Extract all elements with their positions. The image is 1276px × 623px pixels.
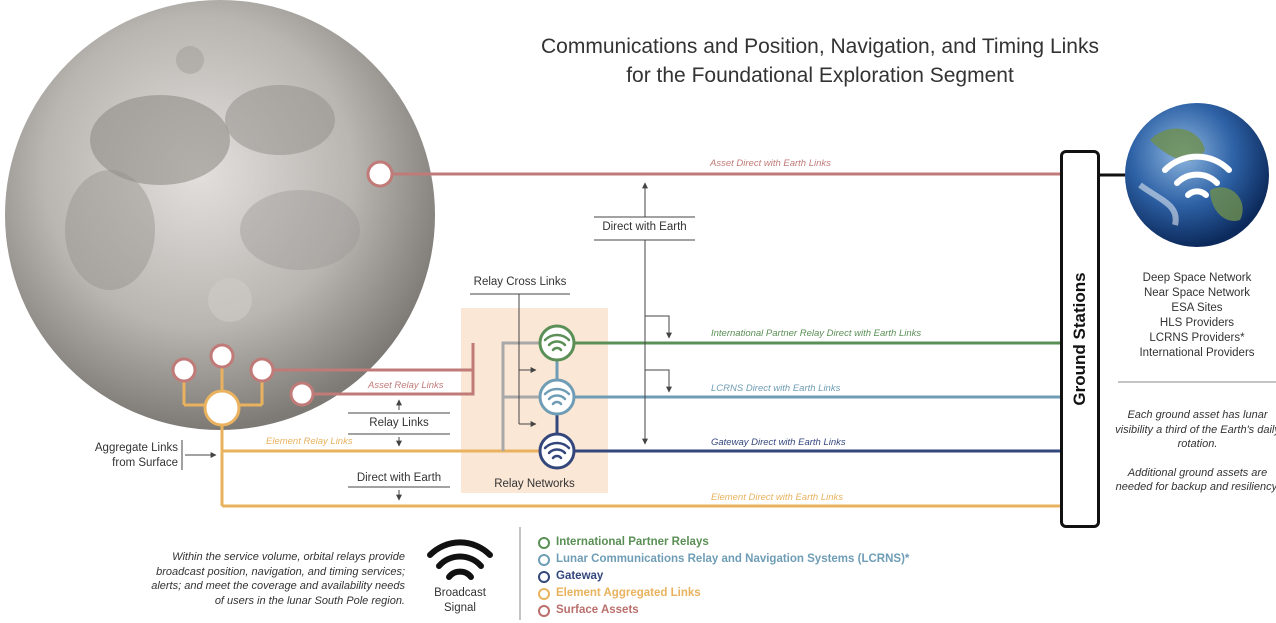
broadcast-wifi-icon (427, 539, 493, 580)
provider-item: ESA Sites (1171, 302, 1223, 314)
asset-node-top (366, 160, 394, 188)
legend-item: Gateway (538, 568, 909, 585)
direct-with-earth-bottom-label: Direct with Earth (356, 472, 442, 484)
provider-item: International Providers (1139, 347, 1255, 359)
ground-notes: Each ground asset has lunar visibility a… (1115, 408, 1276, 495)
legend: International Partner Relays Lunar Commu… (538, 534, 909, 619)
gateway-direct-label: Gateway Direct with Earth Links (711, 437, 846, 448)
ground-stations-label: Ground Stations (1070, 272, 1089, 406)
legend-ring-icon (538, 587, 550, 600)
element-direct-label: Element Direct with Earth Links (711, 492, 843, 503)
visibility-note: Each ground asset has lunar visibility a… (1115, 409, 1276, 450)
legend-ring-icon (538, 536, 550, 549)
legend-ring-icon (538, 604, 550, 617)
earth-image (1125, 103, 1269, 247)
relay-networks-label: Relay Networks (494, 478, 575, 490)
aggregate-links-label: Aggregate Links from Surface (94, 442, 178, 469)
legend-item: Surface Assets (538, 602, 909, 619)
legend-item: International Partner Relays (538, 534, 909, 551)
legend-label: Gateway (556, 570, 604, 582)
broadcast-signal-label: Broadcast Signal (434, 587, 486, 614)
broadcast-description: Within the service volume, orbital relay… (151, 551, 405, 607)
providers-list: Deep Space Network Near Space Network ES… (1118, 271, 1276, 361)
provider-item: Deep Space Network (1142, 272, 1252, 284)
legend-ring-icon (538, 570, 550, 583)
legend-label: Surface Assets (556, 604, 639, 616)
provider-item: Near Space Network (1143, 287, 1251, 299)
legend-label: Element Aggregated Links (556, 587, 701, 599)
ground-stations-box: Ground Stations (1060, 150, 1100, 528)
provider-item: LCRNS Providers* (1149, 332, 1245, 344)
relay-links-bracket (348, 399, 450, 447)
wifi-icon (1162, 153, 1232, 198)
relay-cross-links-bracket (470, 293, 570, 427)
provider-item: HLS Providers (1159, 317, 1235, 329)
gateway-relay-node (538, 432, 576, 470)
direct-with-earth-bottom-bracket (348, 486, 450, 501)
moon-image (5, 0, 435, 430)
element-relay-label: Element Relay Links (266, 436, 353, 447)
page-title: Communications and Position, Navigation,… (440, 32, 1200, 90)
aggregate-links-bracket (181, 440, 217, 470)
legend-item: Lunar Communications Relay and Navigatio… (538, 551, 909, 568)
lcrns-direct-label: LCRNS Direct with Earth Links (711, 383, 841, 394)
backup-note: Additional ground assets are needed for … (1115, 466, 1276, 494)
title-line-1: Communications and Position, Navigation,… (541, 35, 1099, 58)
asset-relay-label: Asset Relay Links (368, 380, 444, 391)
relay-links-label: Relay Links (369, 417, 429, 429)
legend-item: Element Aggregated Links (538, 585, 909, 602)
legend-ring-icon (538, 553, 550, 566)
lcrns-relay-node (538, 378, 576, 416)
title-line-2: for the Foundational Exploration Segment (626, 64, 1014, 87)
relay-networks-panel (461, 308, 608, 493)
direct-with-earth-top-bracket (594, 182, 695, 445)
surface-assets-cluster (171, 343, 315, 427)
asset-direct-label: Asset Direct with Earth Links (710, 158, 831, 169)
relay-cross-links-label: Relay Cross Links (473, 276, 567, 288)
legend-label: Lunar Communications Relay and Navigatio… (556, 553, 910, 565)
direct-with-earth-top-label: Direct with Earth (602, 221, 687, 233)
partner-relay-node (538, 324, 576, 362)
legend-label: International Partner Relays (556, 536, 709, 548)
ip-relay-direct-label: International Partner Relay Direct with … (711, 328, 922, 339)
